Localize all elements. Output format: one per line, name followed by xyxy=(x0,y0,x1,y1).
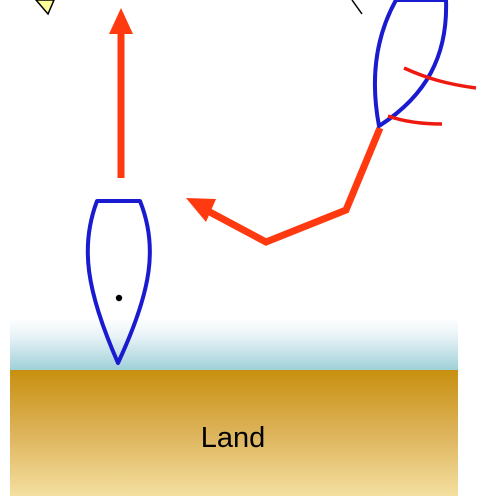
sail-line-top-right xyxy=(351,0,363,15)
arrow-straight-up xyxy=(109,8,133,178)
wake-line-upper xyxy=(403,66,477,90)
land-band xyxy=(10,370,458,496)
boat-top-right xyxy=(372,0,477,128)
boat-center-dot xyxy=(115,294,123,302)
sail-top-left xyxy=(35,0,55,16)
arrow-path-to-shore xyxy=(186,126,384,246)
wake-line-lower xyxy=(387,114,443,126)
land-label: Land xyxy=(201,422,266,454)
boat-at-shore xyxy=(85,199,152,365)
water-band xyxy=(10,318,458,370)
